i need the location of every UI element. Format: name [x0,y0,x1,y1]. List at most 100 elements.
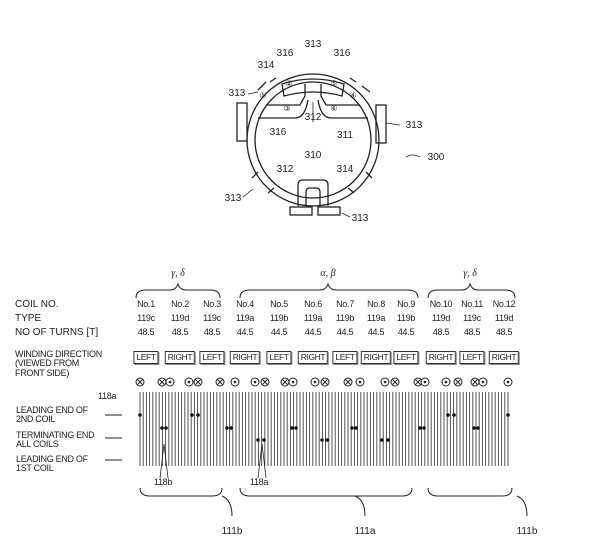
bottom-brace [427,487,528,517]
ref-leader [159,443,267,479]
outer-tab [289,206,313,216]
label-313-left: 313 [229,88,246,99]
ring-outer [246,73,380,207]
label-314-bottom: 314 [337,164,354,175]
coil-end-dot [386,438,390,442]
coil-end-dot [452,413,456,417]
coil-end-dot [256,438,260,442]
coil-end-dot [418,426,422,430]
dot-mark [253,380,257,384]
coil-number: No.10 [429,299,453,309]
coil-number: No.4 [236,299,254,309]
row-header-turns: NO OF TURNS [T] [15,327,99,338]
label-310: 310 [305,150,322,161]
label-300: 300 [428,152,445,163]
dot-mark [358,380,362,384]
coil-type: 119b [269,313,289,323]
top-segments [257,77,371,93]
coil-number: No.11 [461,299,483,309]
coil-winding-diagram [105,377,528,517]
top-bridge [281,78,345,97]
coil-type: 119d [494,313,514,323]
bottom-brace [139,487,233,517]
coil-end-dot [196,413,200,417]
coil-turns: 48.5 [432,327,450,337]
coil-end-dot [160,426,164,430]
cross-mark [137,379,143,385]
label-313-bottom-left: 313 [225,193,242,204]
winding-direction-box: RIGHT [488,351,520,365]
ring-inner [254,81,372,199]
coil-number: No.12 [492,299,516,309]
coil-end-dot [476,426,480,430]
outer-tab [236,102,248,142]
label-terminating-end: TERMINATING END ALL COILS [16,430,95,450]
dot-mark [187,380,191,384]
coil-end-dot [506,413,510,417]
cross-mark [472,379,478,385]
label-111a: 111a [354,526,376,537]
dot-mark [481,380,485,384]
pos-3: ③ [283,104,290,113]
pos-1: ① [259,91,266,100]
coil-type: 119b [335,313,355,323]
coil-turns: 48.5 [137,327,155,337]
coil-type: 119c [137,313,155,323]
coil-turns: 48.5 [495,327,513,337]
coil-number: No.7 [336,299,354,309]
label-leading-end-2nd-coil: LEADING END OF 2ND COIL [16,405,88,425]
coil-number: No.6 [304,299,322,309]
tab-310-inner [305,187,321,206]
coil-end-dot [325,438,329,442]
outer-tab [317,206,341,216]
cross-mark [415,379,421,385]
cross-mark [195,379,201,385]
label-311: 311 [337,130,353,141]
label-leading-end-1st-coil: LEADING END OF 1ST COIL [16,454,88,474]
brace-group-1 [135,282,221,299]
dot-mark [423,380,427,384]
winding-direction-box: LEFT [393,351,419,365]
dot-mark [291,380,295,384]
coil-number: No.1 [137,299,155,309]
brace-group-3 [427,282,516,299]
winding-direction-box: LEFT [332,351,358,365]
winding-direction-box: LEFT [199,351,225,365]
coil-end-dot [138,413,142,417]
ref-118b: 118b [153,477,173,487]
winding-direction-box: RIGHT [164,351,196,365]
ref-118a: 118a [249,477,269,487]
label-316-left: 316 [277,48,294,59]
label-111b-left: 111b [221,526,243,537]
bottom-brace [239,487,413,517]
label-314-left: 314 [258,60,275,71]
dot-mark [168,380,172,384]
group-label-gamma-delta: γ, δ [463,268,477,279]
coil-end-dot [225,426,229,430]
coil-end-dot [229,426,233,430]
winding-direction-box: RIGHT [229,351,261,365]
coil-end-dot [422,426,426,430]
coil-end-dot [290,426,294,430]
cross-mark [159,379,165,385]
coil-end-dot [380,438,384,442]
outer-tab [375,104,387,144]
label-313-bottom: 313 [352,213,369,224]
winding-direction-box: RIGHT [360,351,392,365]
dot-mark [444,380,448,384]
cross-mark [282,379,288,385]
label-313-top: 313 [305,39,322,50]
coil-type: 119d [170,313,190,323]
coil-number: No.5 [270,299,288,309]
coil-turns: 48.5 [171,327,189,337]
row-header-coil-no: COIL NO. [15,299,59,310]
coil-type: 119c [203,313,221,323]
winding-direction-box: LEFT [459,351,485,365]
coil-turns: 44.5 [336,327,354,337]
pos-6: ⑥ [330,104,337,113]
cross-mark [262,379,268,385]
coil-end-dot [262,438,266,442]
inner-bracket-right [317,84,368,119]
coil-end-dot [164,426,168,430]
inner-bracket-left [258,84,309,119]
